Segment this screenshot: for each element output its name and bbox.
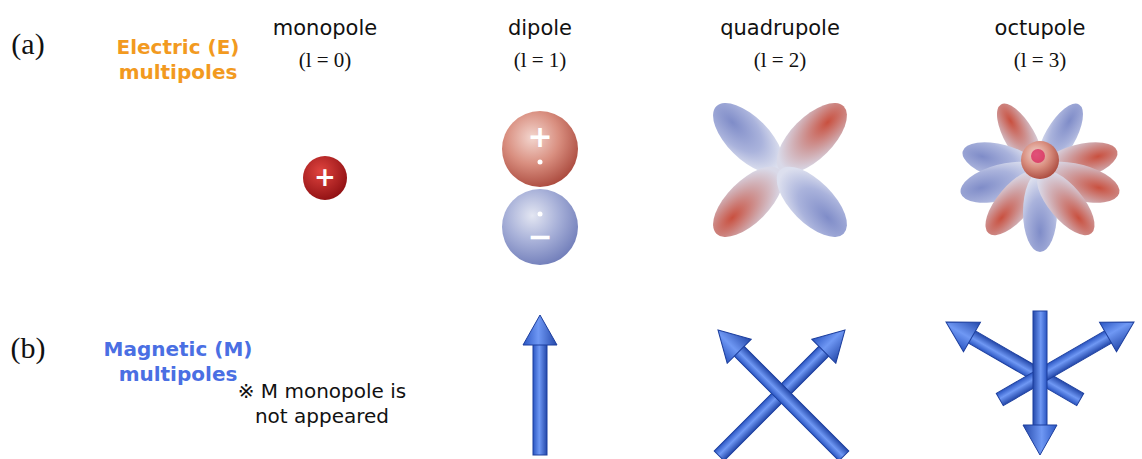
positive-sphere <box>502 111 578 187</box>
monopole-ball <box>303 156 347 200</box>
panel-letter: (a) <box>3 25 53 63</box>
note-text: ※ M monopole is not appeared <box>232 379 412 429</box>
column-heading: monopole <box>245 15 405 41</box>
column-heading: quadrupole <box>690 15 870 41</box>
column-heading: dipole <box>460 15 620 41</box>
charge-sign: + <box>310 161 340 194</box>
octupole-lobes <box>956 97 1124 252</box>
column-heading: octupole <box>960 15 1120 41</box>
order-label: (l = 2) <box>720 47 840 73</box>
order-label: (l = 3) <box>980 47 1100 73</box>
quadrupole-lobes <box>702 92 859 249</box>
row-heading: Magnetic (M) multipoles <box>103 337 253 387</box>
magnetic-arrow <box>706 318 856 459</box>
magnetic-arrow <box>523 315 557 455</box>
panel-letter: (b) <box>3 329 53 367</box>
charge-sign: + <box>525 118 555 156</box>
order-label: (l = 1) <box>480 47 600 73</box>
charge-sign: − <box>525 218 555 256</box>
row-heading: Electric (E) multipoles <box>108 35 248 85</box>
order-label: (l = 0) <box>265 47 385 73</box>
magnetic-arrow <box>991 307 1142 414</box>
magnetic-arrow <box>1023 311 1057 455</box>
negative-sphere <box>502 189 578 265</box>
